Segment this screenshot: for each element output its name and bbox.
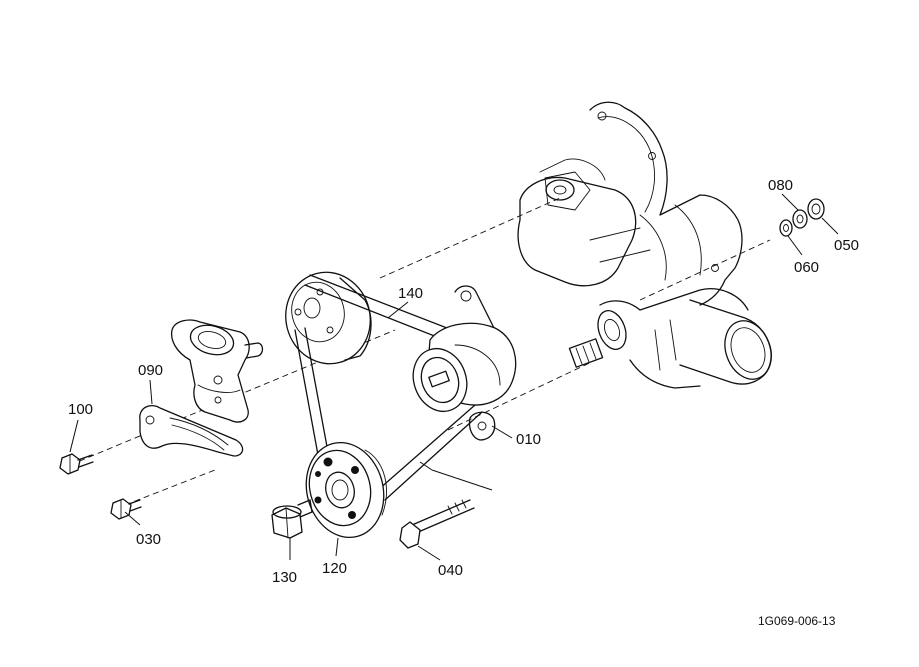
crank-pulley: [305, 441, 387, 539]
label-part-080: 080: [768, 177, 793, 194]
part-labels: 010 030 040 050 060 080 090 100 120 130 …: [68, 177, 859, 628]
nut-050: [807, 198, 825, 220]
assembly-axis-lines: [69, 197, 771, 506]
label-part-040: 040: [438, 562, 463, 579]
label-part-030: 030: [136, 531, 161, 548]
label-part-050: 050: [834, 237, 859, 254]
label-part-120: 120: [322, 560, 347, 577]
engine-block: [517, 101, 772, 389]
bolt-100: [59, 453, 94, 475]
leader-lines: [69, 193, 839, 561]
label-part-010: 010: [516, 431, 541, 448]
alternator: [412, 285, 517, 441]
bolt-040: [399, 461, 493, 549]
bolt-030: [110, 498, 142, 520]
thermostat-housing: [170, 319, 264, 423]
adjusting-bracket: [139, 405, 244, 457]
washer-060: [779, 219, 793, 237]
figure-code: 1G069-006-13: [758, 614, 836, 628]
label-part-140: 140: [398, 285, 423, 302]
label-part-130: 130: [272, 569, 297, 586]
washer-080: [792, 209, 808, 229]
bolt-130: [271, 499, 313, 539]
label-part-060: 060: [794, 259, 819, 276]
water-pump-pulley: [285, 271, 372, 365]
label-part-100: 100: [68, 401, 93, 418]
label-part-090: 090: [138, 362, 163, 379]
